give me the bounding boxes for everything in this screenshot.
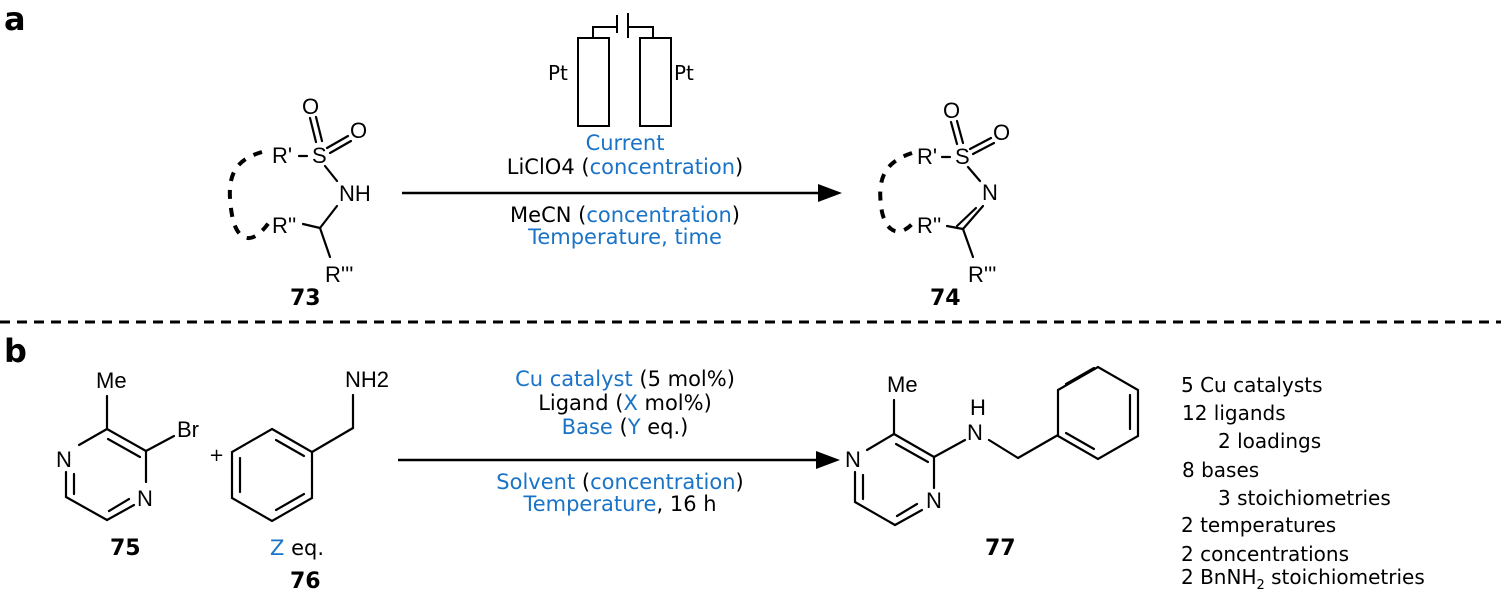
atom-r2: R'' <box>272 213 296 238</box>
atom-n1: N <box>845 447 861 472</box>
atom-br: Br <box>177 417 199 442</box>
atom-n: N <box>982 180 998 205</box>
electrochemical-cell: Pt Pt <box>548 13 694 127</box>
atom-n2: N <box>926 488 942 513</box>
atom-me: Me <box>887 372 918 397</box>
atom-r3: R''' <box>325 262 354 287</box>
condition-ligand: Ligand (X mol%) <box>538 391 712 415</box>
atom-nh2: NH2 <box>345 367 389 392</box>
compound-label-77: 77 <box>985 536 1016 561</box>
atom-n-amine: N <box>967 420 983 445</box>
electrode-right-label: Pt <box>674 61 694 85</box>
compound-label-76: 76 <box>290 569 321 592</box>
atom-o2: O <box>350 118 367 143</box>
atom-n1: N <box>56 447 72 472</box>
atom-r3: R''' <box>968 262 997 287</box>
summary-item: 2 concentrations <box>1181 542 1349 566</box>
ring-dashed-bond <box>227 150 272 240</box>
summary-item: 2 loadings <box>1218 429 1321 453</box>
electrode-right <box>639 37 672 127</box>
condition-solvent: Solvent (concentration) <box>496 470 743 494</box>
condition-solvent: MeCN (concentration) <box>510 203 740 227</box>
compound-74: O O R' S N R'' R''' 74 <box>878 98 1010 311</box>
electrode-left <box>577 37 610 127</box>
atom-n2: N <box>137 486 153 511</box>
atom-s: S <box>312 143 327 168</box>
compound-label-74: 74 <box>930 286 961 311</box>
atom-me: Me <box>96 368 127 393</box>
atom-h: H <box>970 395 986 420</box>
summary-item: 3 stoichiometries <box>1218 486 1391 510</box>
compound-77: Me H N N N 77 <box>845 365 1140 561</box>
plus-sign: + <box>209 445 224 466</box>
ring-dashed-bond <box>878 151 916 234</box>
compound-label-73: 73 <box>290 286 321 311</box>
atom-o2: O <box>993 120 1010 145</box>
condition-base: Base (Y eq.) <box>562 415 689 439</box>
electrode-left-label: Pt <box>548 61 568 85</box>
condition-current: Current <box>586 131 665 155</box>
condition-temperature-time: Temperature, 16 h <box>522 492 716 516</box>
atom-nh: NH <box>339 181 371 206</box>
panel-a-label: a <box>4 0 26 38</box>
stoichiometry-76: Z eq. <box>270 536 324 560</box>
atom-s: S <box>955 144 970 169</box>
summary-item: 2 temperatures <box>1181 513 1336 537</box>
screen-summary-list: 5 Cu catalysts 12 ligands 2 loadings 8 b… <box>1181 373 1425 592</box>
atom-o1: O <box>943 98 960 123</box>
atom-o1: O <box>302 94 319 119</box>
compound-label-75: 75 <box>110 536 141 561</box>
summary-item: 2 BnNH2 stoichiometries <box>1181 565 1425 592</box>
summary-item: 12 ligands <box>1182 401 1286 425</box>
summary-item: 5 Cu catalysts <box>1181 373 1323 397</box>
compound-73: O O R' S NH R'' R''' 73 <box>227 94 371 311</box>
atom-r2: R'' <box>917 213 941 238</box>
summary-item: 8 bases <box>1182 458 1259 482</box>
panel-b-label: b <box>4 332 27 370</box>
atom-r1: R' <box>917 144 937 169</box>
condition-catalyst: Cu catalyst (5 mol%) <box>515 367 735 391</box>
condition-temperature-time: Temperature, time <box>527 225 722 249</box>
atom-r1: R' <box>272 143 292 168</box>
compound-75: Me Br N N 75 <box>56 368 199 561</box>
compound-76: NH2 Z eq. 76 <box>230 367 389 592</box>
condition-electrolyte: LiClO4 (concentration) <box>507 155 743 179</box>
